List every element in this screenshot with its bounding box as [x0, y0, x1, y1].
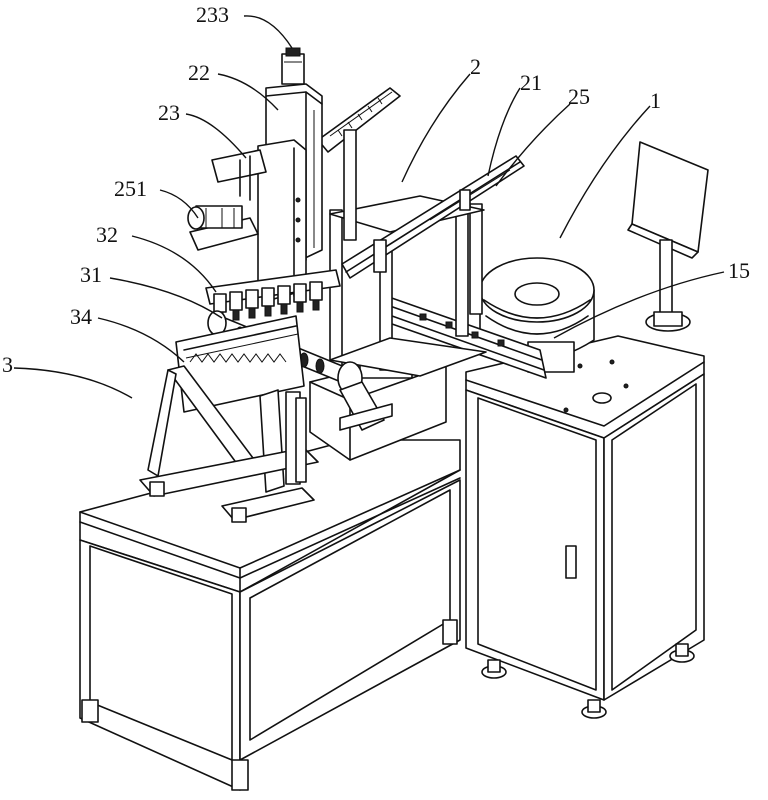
- side-bracket: [211, 149, 267, 201]
- lift-column: [257, 47, 323, 301]
- label-31: 31: [80, 262, 102, 287]
- cylinder-assembly: [187, 205, 259, 251]
- label-15: 15: [728, 258, 750, 283]
- label-1: 1: [650, 88, 661, 113]
- left-work-table: [79, 439, 461, 791]
- gantry-frame: [329, 155, 525, 377]
- label-3: 3: [2, 352, 13, 377]
- label-233: 233: [196, 2, 229, 27]
- label-251: 251: [114, 176, 147, 201]
- upper-rail: [317, 87, 401, 241]
- label-25: 25: [568, 84, 590, 109]
- label-21: 21: [520, 70, 542, 95]
- part-labels: 233 22 23 251 32 31 34 3 2 21 25 1 15: [2, 2, 750, 377]
- label-23: 23: [158, 100, 180, 125]
- cabinet-handle: [565, 545, 577, 579]
- control-monitor: [627, 141, 709, 332]
- label-34: 34: [70, 304, 92, 329]
- gripper-row: [205, 269, 341, 323]
- label-32: 32: [96, 222, 118, 247]
- right-cabinet: [465, 335, 705, 719]
- label-22: 22: [188, 60, 210, 85]
- label-2: 2: [470, 54, 481, 79]
- leader-lines: [13, 15, 725, 399]
- magazine-rack: [139, 315, 319, 523]
